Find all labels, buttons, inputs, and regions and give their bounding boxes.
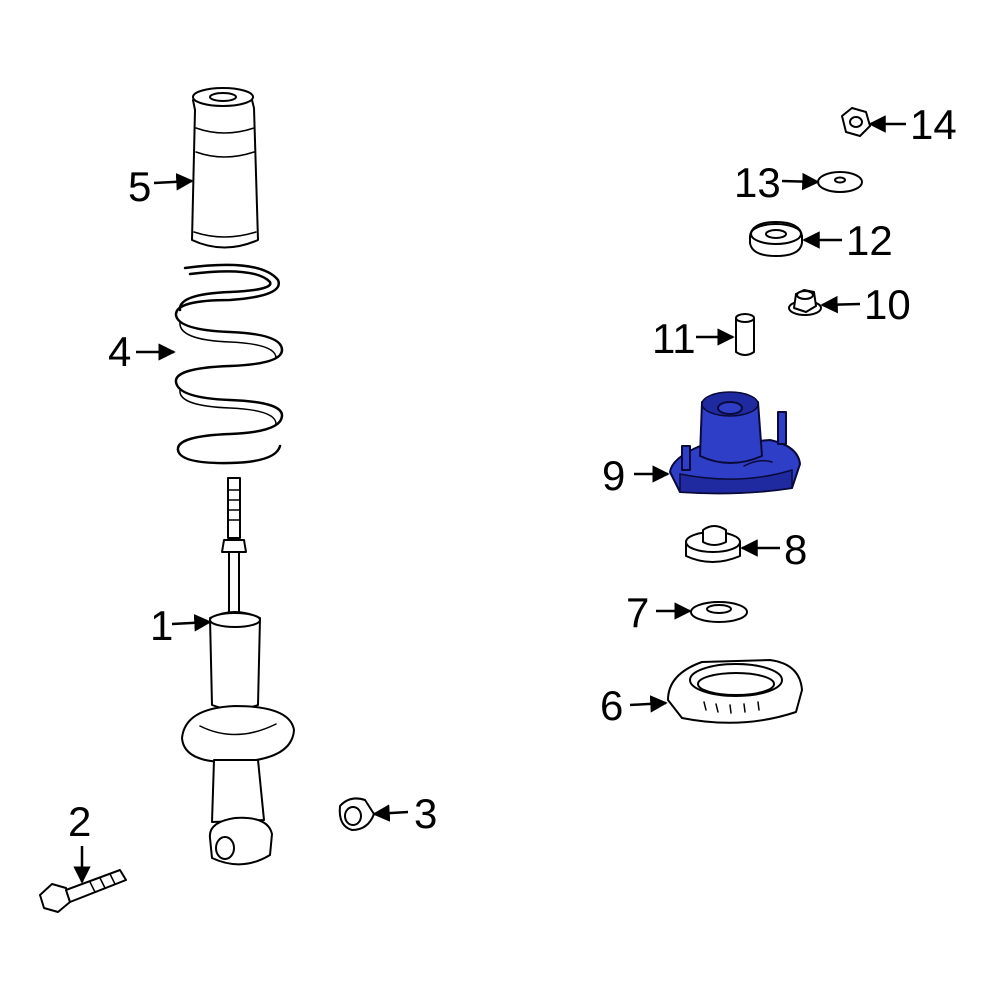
part-14-nut (841, 107, 871, 137)
callout-3: 3 (414, 790, 437, 837)
part-4-coil-spring (174, 263, 284, 465)
part-11-stud (735, 313, 755, 356)
part-2-bolt (39, 869, 127, 913)
callout-4: 4 (108, 328, 131, 375)
part-10-flange-nut (788, 289, 822, 316)
part-7-washer (690, 601, 748, 623)
callout-14: 14 (910, 101, 957, 148)
callout-9: 9 (602, 452, 625, 499)
part-13-washer (817, 171, 863, 193)
callout-arrows (73, 115, 906, 884)
part-6-spring-seat (667, 659, 803, 724)
callout-5: 5 (128, 163, 151, 210)
callout-11: 11 (652, 315, 696, 362)
part-9-strut-mount (669, 391, 801, 495)
part-8-spacer (685, 525, 741, 563)
part-3-bushing (338, 797, 375, 831)
callout-7: 7 (626, 589, 649, 636)
callout-2: 2 (68, 798, 91, 845)
part-12-washer (749, 221, 803, 257)
callout-labels: 5 4 1 2 3 14 13 12 10 11 9 8 7 6 (68, 101, 957, 845)
part-5-bump-stop (191, 87, 259, 249)
callout-13: 13 (734, 159, 781, 206)
callout-12: 12 (846, 217, 893, 264)
callout-8: 8 (784, 526, 807, 573)
callout-6: 6 (600, 682, 623, 729)
part-1-shock-absorber (181, 477, 295, 866)
callout-1: 1 (150, 602, 173, 649)
callout-10: 10 (864, 281, 911, 328)
